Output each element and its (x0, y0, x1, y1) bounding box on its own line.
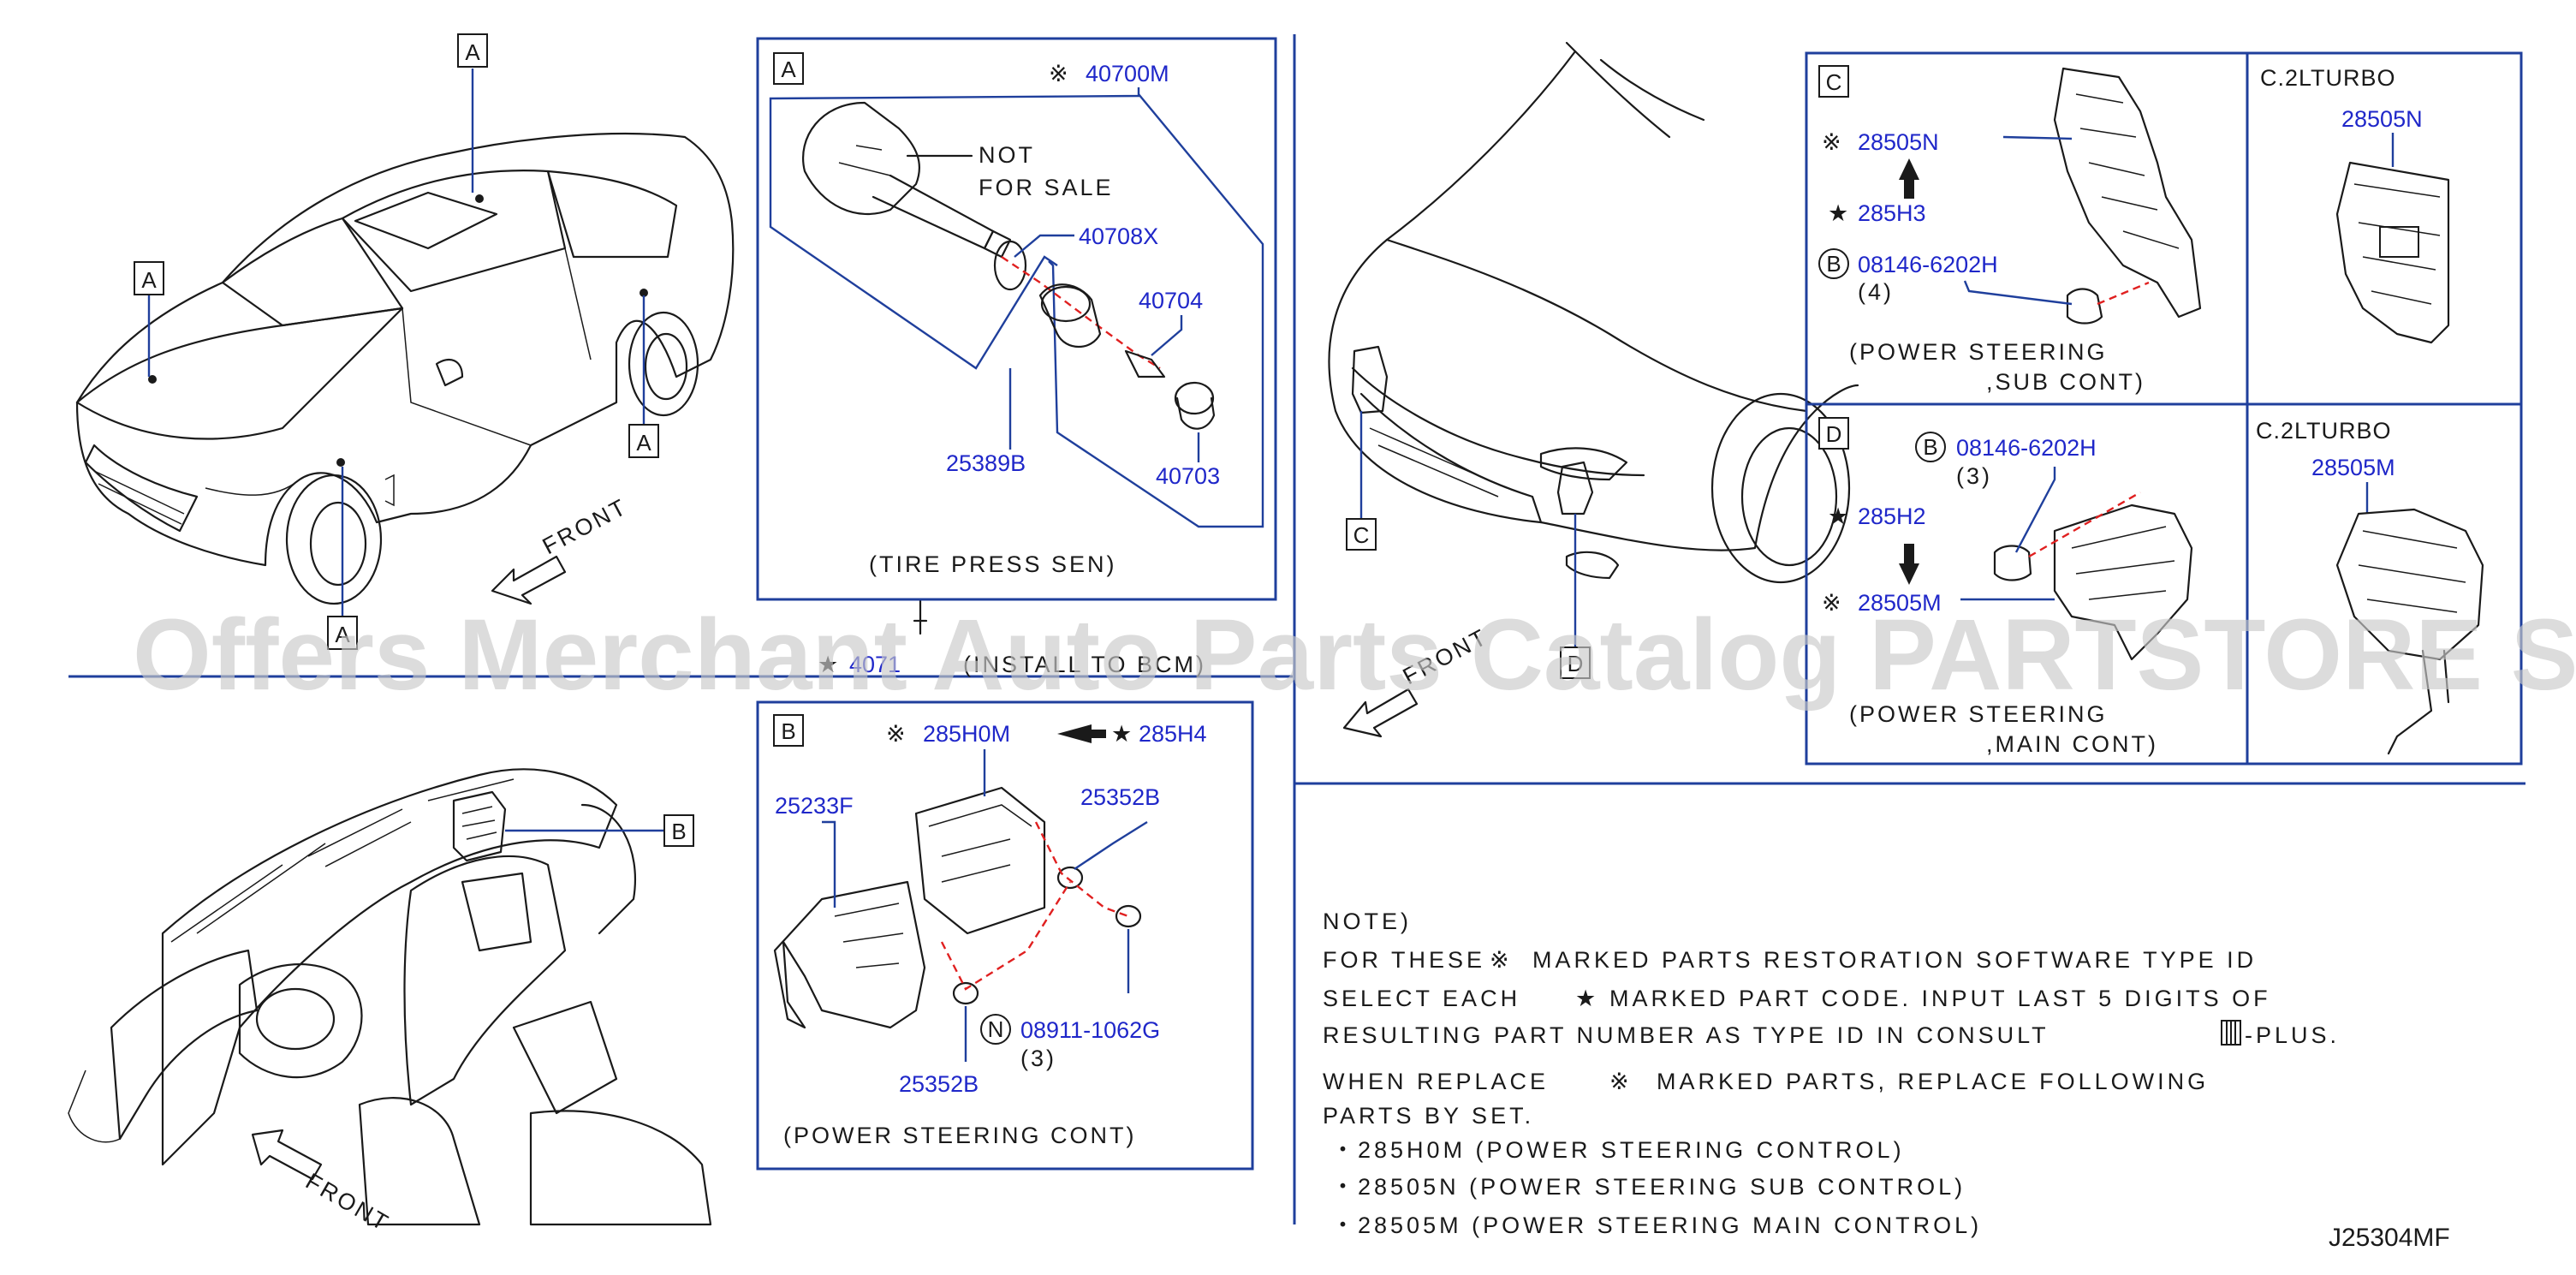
not-label: NOT (979, 142, 1035, 168)
section-separators (68, 34, 2525, 1224)
restoration-mark-d: ※ (1822, 590, 1844, 616)
bcm-part-number: 4071 (849, 652, 901, 677)
b-mark-d: B (1923, 434, 1937, 460)
part-285h0m: 285H0M (923, 721, 1010, 747)
bcm-note: ★ 4071 (INSTALL TO BCM) (818, 598, 1206, 677)
restoration-mark-c: ※ (1822, 129, 1844, 155)
part-40708x: 40708X (1079, 223, 1158, 249)
callout-b-dash: B (671, 819, 686, 844)
part-25352b-top: 25352B (1080, 784, 1160, 810)
part-08911-1062g: 08911-1062G (1020, 1017, 1160, 1043)
panel-b-caption: (POWER STEERING CONT) (783, 1123, 1137, 1148)
b-mark-c: B (1826, 251, 1841, 277)
panel-d-main-cont: D B 08146-6202H (3) ★ 285H2 ※ 28505M (PO… (1818, 417, 2484, 757)
panel-c-sub-cont: C ※ 28505N ★ 285H3 B 08146-6202H (4) (PO… (1818, 65, 2450, 395)
qty-d: (3) (1956, 463, 1992, 489)
callout-a-front: A (335, 622, 350, 647)
bcm-install-note: (INSTALL TO BCM) (963, 652, 1206, 677)
note-heading: NOTE) (1323, 909, 1412, 934)
part-28505n: 28505N (1858, 129, 1939, 155)
car-overview-illustration (75, 133, 735, 605)
star-mark-b: ★ (1111, 721, 1134, 747)
note-l3b: -PLUS. (2245, 1022, 2340, 1048)
panel-d-caption-2: ,MAIN CONT) (1986, 731, 2158, 757)
part-40703: 40703 (1156, 463, 1220, 489)
n-mark: N (988, 1016, 1004, 1042)
callout-d: D (1568, 651, 1584, 676)
notes-section: NOTE) FOR THESE ※ MARKED PARTS RESTORATI… (1323, 909, 2340, 1238)
front-arrow-top: FRONT (491, 493, 632, 605)
callout-a-roof: A (465, 39, 480, 65)
bcm-star: ★ (818, 652, 838, 677)
restoration-mark-a: ※ (1049, 61, 1071, 86)
note-star-mark: ★ (1575, 986, 1599, 1011)
part-08911-qty: (3) (1020, 1046, 1056, 1071)
note-l5: PARTS BY SET. (1323, 1103, 1534, 1129)
watermark-text: Offers Merchant Auto Parts Catalog PARTS… (133, 599, 2576, 712)
part-08146-d: 08146-6202H (1956, 435, 2097, 461)
panels-cd-frame (1805, 51, 2523, 766)
diagram-code: J25304MF (2329, 1224, 2450, 1252)
front-label-bottom: FRONT (301, 1168, 395, 1236)
note-restoration-mark-2: ※ (1609, 1069, 1633, 1094)
part-28505m-d: 28505M (1858, 590, 1942, 616)
star-mark-c: ★ (1828, 200, 1851, 226)
note-l4a: WHEN REPLACE (1323, 1069, 1549, 1094)
part-40700m: 40700M (1086, 61, 1169, 86)
callout-c: C (1353, 522, 1370, 548)
note-l2a: SELECT EACH (1323, 986, 1520, 1011)
panel-c-caption-2: ,SUB CONT) (1986, 369, 2145, 395)
note-item-1: ・285H0M (POWER STEERING CONTROL) (1331, 1137, 1905, 1163)
panel-c-caption-1: (POWER STEERING (1849, 339, 2108, 365)
callout-a-rear: A (636, 430, 651, 456)
front-arrow-bottom: FRONT (251, 1129, 395, 1236)
part-25233f: 25233F (775, 793, 854, 819)
star-mark-d: ★ (1828, 503, 1851, 529)
restoration-mark-b: ※ (886, 721, 908, 747)
panel-c-letter: C (1826, 69, 1842, 95)
part-08146-c: 08146-6202H (1858, 252, 1998, 277)
part-285h4: 285H4 (1139, 721, 1207, 747)
car-callouts: A A A A (134, 33, 659, 650)
front-car-illustration: C D (1328, 41, 1859, 679)
variant-c-label: C.2LTURBO (2260, 65, 2396, 91)
note-l1b: MARKED PARTS RESTORATION SOFTWARE TYPE I… (1532, 947, 2257, 973)
note-l4b: MARKED PARTS, REPLACE FOLLOWING (1657, 1069, 2209, 1094)
panel-d-letter: D (1826, 421, 1842, 447)
dashboard-illustration: B (68, 768, 712, 1226)
variant-d-label: C.2LTURBO (2256, 418, 2392, 444)
for-sale-label: FOR SALE (979, 175, 1114, 200)
panel-a-letter: A (781, 57, 796, 82)
note-l1a: FOR THESE (1323, 947, 1485, 973)
callout-a-hood: A (141, 267, 157, 293)
part-285h3: 285H3 (1858, 200, 1926, 226)
panel-a-tire-pressure-sensor: A ※ 40700M NOT FOR SALE 40708X 25389B 40… (756, 37, 1277, 601)
qty-c: (4) (1858, 279, 1894, 305)
panel-b-power-steering-cont: B ※ 285H0M ★ 285H4 25233F 25352B 25352B … (756, 700, 1254, 1171)
note-restoration-mark: ※ (1490, 947, 1513, 973)
note-l2b: MARKED PART CODE. INPUT LAST 5 DIGITS OF (1609, 986, 2271, 1011)
part-285h2: 285H2 (1858, 503, 1926, 529)
note-l3a: RESULTING PART NUMBER AS TYPE ID IN CONS… (1323, 1022, 2049, 1048)
variant-c-part: 28505N (2341, 106, 2423, 132)
panel-a-caption: (TIRE PRESS SEN) (869, 551, 1117, 577)
panel-d-caption-1: (POWER STEERING (1849, 701, 2108, 727)
part-25352b-bottom: 25352B (899, 1071, 979, 1097)
consult-iii-icon (2221, 1020, 2241, 1046)
front-label-top: FRONT (538, 493, 632, 559)
variant-d-part: 28505M (2311, 455, 2395, 480)
part-40704: 40704 (1139, 288, 1203, 313)
note-item-2: ・28505N (POWER STEERING SUB CONTROL) (1331, 1174, 1966, 1200)
panel-b-letter: B (781, 718, 795, 744)
note-item-3: ・28505M (POWER STEERING MAIN CONTROL) (1331, 1212, 1982, 1238)
part-25389b: 25389B (946, 450, 1026, 476)
